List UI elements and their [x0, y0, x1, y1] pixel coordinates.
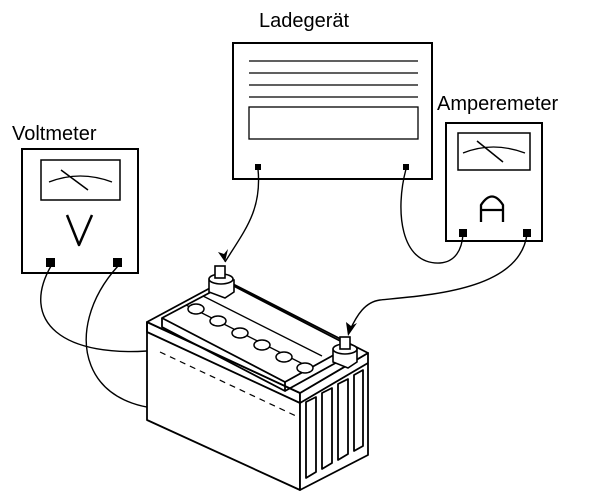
ammeter-terminal-right — [523, 229, 531, 237]
ammeter — [445, 122, 543, 242]
arrow-positive-icon — [218, 249, 228, 262]
battery-cell-caps — [187, 303, 314, 374]
ammeter-label: Amperemeter — [437, 93, 559, 115]
voltmeter-terminal-right — [113, 258, 122, 267]
arrow-negative-icon — [346, 322, 357, 336]
voltmeter — [21, 148, 139, 274]
charger-terminal-right — [403, 164, 409, 170]
voltmeter-label: Voltmeter — [12, 123, 97, 145]
battery-terminal-negative — [332, 336, 358, 369]
voltmeter-symbol — [65, 214, 94, 247]
battery-terminal-positive — [208, 265, 235, 299]
voltmeter-terminal-left — [46, 258, 55, 267]
battery — [146, 279, 369, 491]
charger-terminal-left — [255, 164, 261, 170]
charger-label: Ladegerät — [259, 10, 350, 32]
ammeter-symbol — [479, 195, 505, 222]
ammeter-terminal-left — [459, 229, 467, 237]
charger — [232, 42, 433, 180]
